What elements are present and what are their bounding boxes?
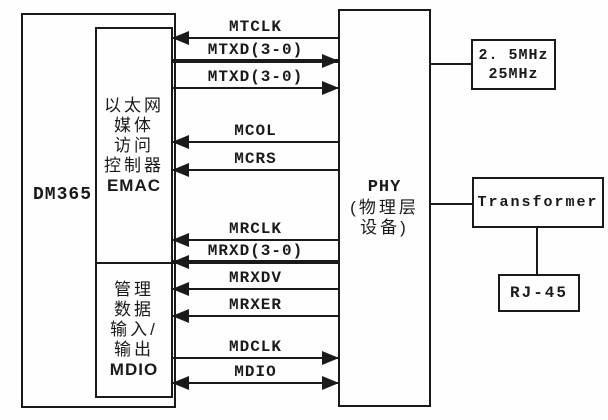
signal-label: MDIO — [234, 363, 277, 381]
arrowhead-left-icon — [172, 282, 189, 296]
emac-label-line: 控制器 — [104, 155, 164, 175]
mdio-label-acronym: MDIO — [109, 360, 159, 379]
phy-to-clock-connector — [429, 63, 471, 65]
mdio-label-line: 数据 — [114, 300, 154, 319]
phy-label-line: (物理层 — [350, 198, 419, 217]
arrowhead-left-icon — [172, 135, 189, 149]
rj45-box: RJ-45 — [498, 274, 580, 312]
signal-line — [173, 239, 338, 241]
signal-row: MCRS — [172, 150, 338, 177]
signal-line — [173, 37, 338, 39]
phy-to-transformer-connector — [429, 203, 472, 205]
arrowhead-right-icon — [322, 81, 339, 95]
signal-label: MTXD(3-0) — [207, 41, 304, 59]
mdio-label-line: 管理 — [114, 280, 154, 299]
phy-box: PHY (物理层 设备) — [338, 9, 431, 407]
mdio-label-line: 输出 — [114, 340, 154, 359]
arrowhead-right-icon — [322, 376, 339, 390]
arrowhead-left-icon — [172, 31, 189, 45]
clock-frequency-2: 25MHz — [488, 65, 539, 83]
arrowhead-left-icon — [172, 233, 189, 247]
transformer-box: Transformer — [472, 177, 604, 228]
signal-line — [173, 357, 338, 359]
arrowhead-right-icon — [322, 54, 339, 68]
signal-row: MTXD(3-0) — [173, 68, 339, 95]
signal-label: MRXER — [228, 296, 282, 314]
signal-row: MTXD(3-0) — [173, 41, 339, 68]
signal-bus-line — [173, 59, 338, 63]
rj45-label: RJ-45 — [509, 284, 568, 302]
signal-line — [173, 315, 338, 317]
signal-row: MRXER — [172, 296, 338, 323]
signal-label: MTXD(3-0) — [207, 68, 304, 86]
signal-label: MTCLK — [228, 18, 282, 36]
arrowhead-left-icon — [172, 255, 189, 269]
phy-label-line: 设备) — [360, 218, 409, 237]
mdio-block: 管理 数据 输入/ 输出 MDIO — [95, 262, 173, 398]
signal-line — [173, 382, 338, 384]
signal-line — [173, 141, 338, 143]
signal-row: MRXDV — [172, 269, 338, 296]
clock-frequency-1: 2. 5MHz — [478, 46, 549, 64]
emac-label-line: 访问 — [114, 135, 154, 155]
clock-box: 2. 5MHz 25MHz — [471, 39, 556, 90]
arrowhead-right-icon — [322, 351, 339, 365]
signal-row: MTCLK — [172, 18, 338, 45]
signal-bus-line — [173, 260, 338, 264]
signal-label: MCOL — [234, 122, 277, 140]
mdio-label-line: 输入/ — [110, 320, 158, 339]
signal-label: MRCLK — [228, 220, 282, 238]
signal-row: MDCLK — [173, 338, 339, 365]
signal-label: MRXD(3-0) — [207, 242, 304, 260]
arrowhead-left-icon — [172, 376, 189, 390]
arrowhead-left-icon — [172, 163, 189, 177]
signal-line — [173, 87, 338, 89]
transformer-to-rj45-connector — [536, 228, 538, 274]
signal-row: MDIO — [172, 363, 339, 390]
signal-row: MCOL — [172, 122, 338, 149]
phy-label: PHY — [367, 178, 402, 197]
signal-line — [173, 169, 338, 171]
signal-label: MDCLK — [228, 338, 282, 356]
signal-label: MCRS — [234, 150, 277, 168]
signal-line — [173, 288, 338, 290]
emac-label-line: 媒体 — [114, 115, 154, 135]
signal-label: MRXDV — [228, 269, 282, 287]
signal-row: MRCLK — [172, 220, 338, 247]
emac-label-line: 以太网 — [104, 95, 164, 115]
emac-label-acronym: EMAC — [106, 175, 162, 195]
signal-row: MRXD(3-0) — [172, 242, 338, 269]
emac-block: 以太网 媒体 访问 控制器 EMAC — [95, 27, 173, 264]
arrowhead-left-icon — [172, 309, 189, 323]
transformer-label: Transformer — [477, 193, 599, 211]
dm365-label: DM365 — [33, 185, 93, 205]
